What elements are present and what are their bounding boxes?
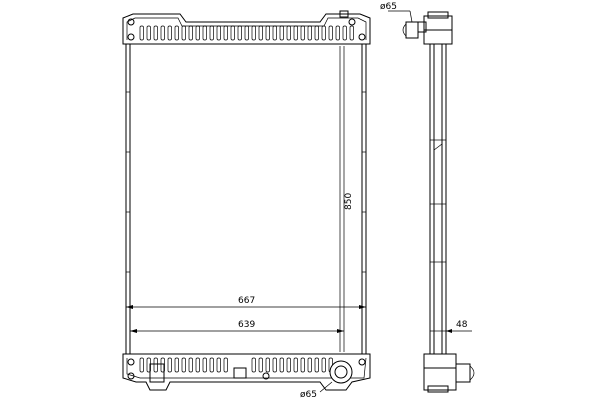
radiator-core (125, 43, 367, 355)
top-inlet-pipe (405, 21, 419, 39)
fin (209, 25, 214, 41)
fin (160, 25, 165, 41)
fin (321, 25, 326, 41)
fin (181, 25, 186, 41)
fin (314, 25, 319, 41)
fin (167, 357, 172, 373)
fin (307, 357, 312, 373)
dimension-48 (430, 329, 472, 333)
dim-850-label: 850 (344, 193, 354, 210)
fin (223, 357, 228, 373)
fin (272, 25, 277, 41)
dim-639-label: 639 (238, 320, 255, 330)
fin (258, 357, 263, 373)
fin (181, 357, 186, 373)
fin (293, 25, 298, 41)
fin (293, 357, 298, 373)
dim-48-label: 48 (456, 320, 468, 330)
dim-pipe-top-label: ø65 (380, 2, 397, 12)
top-tank (122, 13, 371, 45)
fin (167, 25, 172, 41)
fin (272, 357, 277, 373)
fin (279, 25, 284, 41)
fin (251, 357, 256, 373)
fin (335, 25, 340, 41)
dimension-639 (130, 329, 344, 333)
side-outlet-pipe (455, 363, 471, 383)
dim-667-label: 667 (238, 296, 255, 306)
fin (244, 25, 249, 41)
fin (202, 25, 207, 41)
fin (153, 357, 158, 373)
fin (286, 357, 291, 373)
top-left-bolt (127, 33, 135, 41)
fin (251, 25, 256, 41)
fin (279, 357, 284, 373)
fin (139, 25, 144, 41)
fin (237, 25, 242, 41)
fin (286, 25, 291, 41)
dimension-667 (126, 305, 366, 309)
bottom-outlet-pipe (329, 360, 353, 384)
bottom-right-bolt (358, 358, 366, 366)
fin (328, 25, 333, 41)
dim-pipe-bottom-label: ø65 (300, 390, 317, 400)
fin (188, 25, 193, 41)
fin (202, 357, 207, 373)
fin (349, 25, 354, 41)
fin (300, 25, 305, 41)
top-right-bolt (358, 33, 366, 41)
fin (265, 25, 270, 41)
fin (216, 357, 221, 373)
fin (230, 25, 235, 41)
fin (216, 25, 221, 41)
fin (195, 357, 200, 373)
fin (174, 357, 179, 373)
fin (153, 25, 158, 41)
fin (195, 25, 200, 41)
fin (258, 25, 263, 41)
fin (146, 25, 151, 41)
fin (174, 25, 179, 41)
fin (307, 25, 312, 41)
fin (209, 357, 214, 373)
fin (265, 357, 270, 373)
fin (314, 357, 319, 373)
fin (321, 357, 326, 373)
fin (342, 25, 347, 41)
bottom-left-bolt (127, 358, 135, 366)
fin (300, 357, 305, 373)
side-view: 48 ø65 (380, 2, 475, 393)
bottom-tank-fins (139, 357, 333, 373)
fin (188, 357, 193, 373)
fin (223, 25, 228, 41)
front-view: 667 639 850 ø65 (122, 10, 371, 400)
top-tank-fins (139, 25, 354, 41)
fin (139, 357, 144, 373)
